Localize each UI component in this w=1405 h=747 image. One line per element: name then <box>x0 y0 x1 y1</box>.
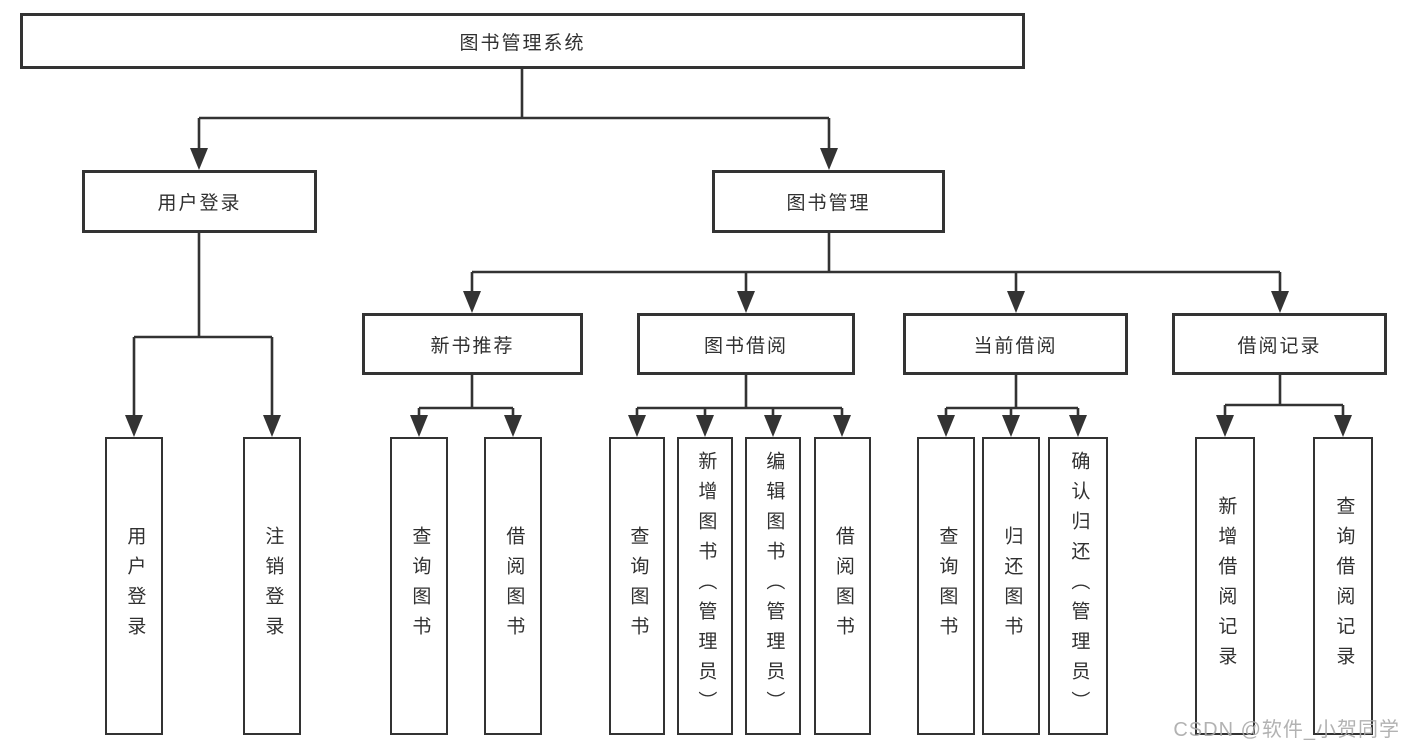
node-book-borrow: 图书借阅 <box>637 313 855 375</box>
node-label: 新书推荐 <box>430 335 515 357</box>
leaf-label: 查询图书 <box>936 526 958 646</box>
connector-user-login-to-leaves <box>132 233 274 417</box>
leaf-query-book-recommend: 查询图书 <box>390 437 448 735</box>
leaf-label: 归还图书 <box>1001 526 1023 646</box>
connector-book-mgmt-to-level3 <box>470 233 1282 293</box>
leaf-label: 借阅图书 <box>503 526 525 646</box>
node-label: 图书管理系统 <box>459 32 586 54</box>
leaf-label: 借阅图书 <box>832 526 854 646</box>
arrowhead <box>1271 291 1289 313</box>
leaf-label: 查询图书 <box>409 526 431 646</box>
csdn-watermark: CSDN @软件_小贺同学 <box>1173 719 1400 741</box>
arrowhead <box>1334 415 1352 437</box>
leaf-user-login: 用户登录 <box>105 437 163 735</box>
arrowhead <box>1069 415 1087 437</box>
node-label: 当前借阅 <box>973 335 1058 357</box>
leaf-query-book-current: 查询图书 <box>917 437 975 735</box>
leaf-label: 新增图书（管理员） <box>695 451 717 721</box>
leaf-return-book: 归还图书 <box>982 437 1040 735</box>
node-root-system: 图书管理系统 <box>20 13 1025 69</box>
connector-root-to-level2 <box>197 69 831 150</box>
connector-new-book-rec-to-leaves <box>417 375 515 417</box>
arrowhead <box>190 148 208 170</box>
leaf-borrow-book-recommend: 借阅图书 <box>484 437 542 735</box>
arrowhead <box>1002 415 1020 437</box>
node-book-management: 图书管理 <box>712 170 945 233</box>
leaf-query-borrow-record: 查询借阅记录 <box>1313 437 1373 735</box>
node-user-login: 用户登录 <box>82 170 317 233</box>
connector-borrow-records-to-leaves <box>1223 375 1345 417</box>
arrowhead <box>504 415 522 437</box>
leaf-add-borrow-record: 新增借阅记录 <box>1195 437 1255 735</box>
arrowhead <box>764 415 782 437</box>
node-label: 图书管理 <box>786 193 871 214</box>
arrowhead <box>737 291 755 313</box>
leaf-edit-book-admin: 编辑图书（管理员） <box>745 437 801 735</box>
arrowhead <box>820 148 838 170</box>
leaf-confirm-return-admin: 确认归还（管理员） <box>1048 437 1108 735</box>
node-borrow-records: 借阅记录 <box>1172 313 1387 375</box>
arrowhead <box>833 415 851 437</box>
leaf-label: 注销登录 <box>262 526 284 646</box>
connector-current-borrow-to-leaves <box>944 375 1080 417</box>
leaf-label: 用户登录 <box>124 526 146 646</box>
arrowhead <box>628 415 646 437</box>
arrowhead <box>1216 415 1234 437</box>
arrowhead <box>696 415 714 437</box>
node-new-book-recommend: 新书推荐 <box>362 313 583 375</box>
leaf-query-book-borrow: 查询图书 <box>609 437 665 735</box>
arrowhead <box>1007 291 1025 313</box>
node-label: 用户登录 <box>157 193 242 214</box>
leaf-label: 查询图书 <box>627 526 649 646</box>
leaf-label: 查询借阅记录 <box>1333 496 1355 676</box>
connector-book-borrow-to-leaves <box>635 375 844 417</box>
arrowheads <box>125 148 1352 437</box>
arrowhead <box>463 291 481 313</box>
node-current-borrow: 当前借阅 <box>903 313 1128 375</box>
node-label: 借阅记录 <box>1237 335 1322 357</box>
arrowhead <box>937 415 955 437</box>
leaf-logout: 注销登录 <box>243 437 301 735</box>
node-label: 图书借阅 <box>703 335 788 357</box>
arrowhead <box>125 415 143 437</box>
leaf-label: 编辑图书（管理员） <box>763 451 785 721</box>
arrowhead <box>263 415 281 437</box>
leaf-borrow-book: 借阅图书 <box>814 437 871 735</box>
arrowhead <box>410 415 428 437</box>
leaf-label: 确认归还（管理员） <box>1068 451 1090 721</box>
leaf-label: 新增借阅记录 <box>1215 496 1237 676</box>
leaf-add-book-admin: 新增图书（管理员） <box>677 437 733 735</box>
